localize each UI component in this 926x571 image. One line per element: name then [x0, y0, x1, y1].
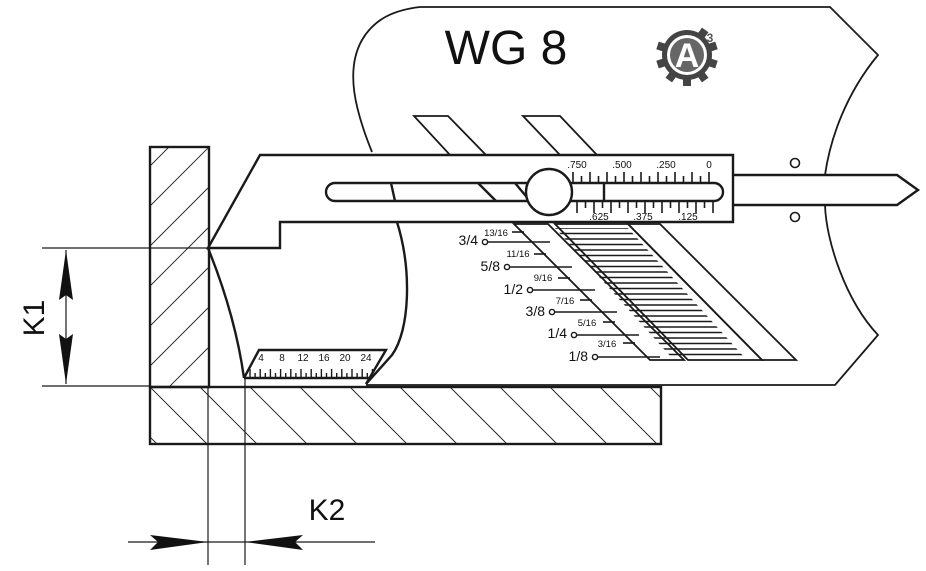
arm-slot: [324, 181, 725, 203]
logo-superscript: 3: [707, 31, 714, 45]
fraction-minor: 5/16: [578, 318, 597, 329]
hatch-line: [549, 387, 608, 444]
hatch-line: [399, 387, 458, 444]
slider-arm: [205, 153, 735, 250]
fraction-scale: [481, 231, 660, 361]
diagonal-band-left: [511, 223, 687, 361]
k2-arrow-right-icon: [150, 535, 208, 550]
fraction-pin-icon: [591, 353, 599, 361]
locking-knob[interactable]: [524, 167, 574, 217]
mm-scale-outline: [242, 348, 389, 385]
mm-label: 20: [339, 353, 351, 364]
k2-arrow-left-icon: [245, 535, 303, 550]
hatch-line: [649, 387, 661, 399]
hatch-line: [168, 346, 209, 387]
hatch-line: [349, 387, 408, 444]
horizontal-plate-hatch: [150, 387, 661, 444]
inch-label: .625: [589, 212, 609, 223]
hatch-line: [299, 387, 358, 444]
inch-label: .125: [678, 212, 698, 223]
fraction-major: 5/8: [481, 258, 501, 274]
slot-mark: [477, 182, 497, 202]
k1-label: K1: [18, 300, 51, 337]
hatch-line: [449, 387, 508, 444]
weld-bead-curve: [206, 247, 246, 379]
slot-mark: [389, 182, 397, 202]
logo-letter: A: [675, 37, 700, 75]
mm-label: 16: [318, 353, 330, 364]
fraction-major: 1/2: [504, 281, 524, 297]
fraction-minor: 13/16: [484, 228, 508, 239]
hatch-line: [499, 387, 558, 444]
gear-tooth: [683, 77, 691, 86]
inch-label: .500: [612, 160, 632, 171]
inch-label: .750: [567, 160, 587, 171]
inch-label: 0: [706, 160, 712, 171]
diagonal-band-right: [625, 223, 799, 361]
fraction-minor: 3/16: [598, 339, 617, 350]
hatch-line: [150, 147, 209, 207]
pointer-tip: [733, 173, 921, 207]
hatch-line: [150, 266, 209, 327]
k1-arrow-up-icon: [59, 250, 73, 300]
fraction-minor: 9/16: [534, 273, 553, 284]
hatch-line: [150, 226, 209, 287]
fraction-minor: 7/16: [556, 296, 575, 307]
fraction-minor: 11/16: [506, 249, 529, 260]
hatch-line: [150, 147, 170, 167]
hatch-line: [150, 67, 209, 126]
fraction-major: 3/4: [459, 232, 479, 248]
hatch-line: [150, 306, 209, 367]
hatch-line: [150, 436, 158, 444]
mm-label: 12: [297, 353, 309, 364]
fraction-pin-icon: [548, 308, 556, 316]
fraction-pin-icon: [570, 331, 578, 339]
fraction-pin-icon: [526, 286, 534, 294]
fraction-major: 1/4: [548, 325, 568, 341]
mm-label: 24: [360, 353, 372, 364]
vertical-plate: [148, 145, 211, 389]
hatch-line: [199, 387, 258, 444]
vertical-plate-hatch: [150, 67, 209, 486]
guide-slot-right: [520, 115, 600, 156]
horizontal-plate: [148, 385, 663, 446]
guide-slot-left: [411, 115, 489, 156]
hatch-line: [249, 387, 308, 444]
fraction-major: 3/8: [526, 303, 546, 319]
mm-scale-ticks: [249, 369, 374, 378]
inch-label: .250: [656, 160, 676, 171]
mm-label: 4: [258, 353, 264, 364]
rivet-bottom: [789, 211, 801, 223]
fraction-pin-icon: [503, 263, 511, 271]
inch-scale-ticks: [572, 172, 714, 213]
hatch-line: [599, 387, 658, 444]
rivet-top: [789, 157, 801, 169]
hatch-line: [150, 387, 208, 444]
inner-cutout-curve: [365, 221, 409, 385]
fraction-pin-icon: [481, 238, 489, 246]
inch-label: .375: [633, 212, 653, 223]
k1-arrow-down-icon: [59, 334, 73, 384]
product-title: WG 8: [445, 22, 568, 75]
hatch-line: [150, 186, 209, 247]
hatch-line: [150, 427, 209, 486]
fraction-major: 1/8: [569, 348, 589, 364]
k2-label: K2: [309, 494, 346, 527]
mm-label: 8: [279, 353, 285, 364]
gear-a3-logo-icon: A 3: [656, 27, 718, 86]
gauge-body-outline: [352, 6, 880, 386]
